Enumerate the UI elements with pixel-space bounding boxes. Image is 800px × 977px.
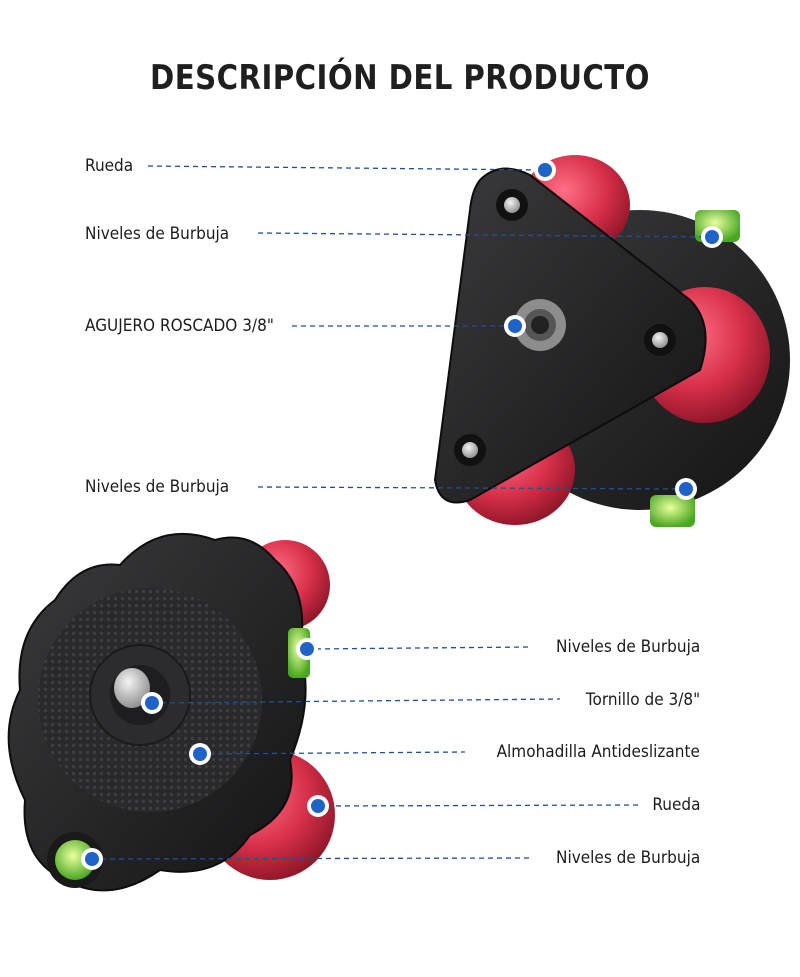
label-bubble-level-top-1: Niveles de Burbuja (85, 224, 230, 244)
bottom-leveler-image (7, 532, 335, 892)
marker-dot (296, 638, 318, 660)
marker-dots (81, 159, 723, 870)
marker-dot (141, 692, 163, 714)
label-antislip-pad: Almohadilla Antideslizante (496, 742, 700, 762)
label-wheel-bottom: Rueda (651, 795, 700, 815)
triangle-plate (433, 167, 707, 504)
label-bubble-level-bottom-2: Niveles de Burbuja (555, 848, 700, 868)
screw (114, 668, 150, 708)
bubble-level-4 (55, 840, 95, 880)
bubble-level-2 (650, 495, 695, 527)
marker-dot (307, 795, 329, 817)
marker-dot (81, 848, 103, 870)
marker-dot (701, 226, 723, 248)
marker-dot (675, 478, 697, 500)
leader-lines (91, 165, 713, 860)
label-screw: Tornillo de 3/8" (585, 690, 700, 710)
label-bubble-level-bottom-1: Niveles de Burbuja (555, 637, 700, 657)
marker-dot (189, 743, 211, 765)
marker-dot (534, 159, 556, 181)
label-wheel-top: Rueda (85, 156, 134, 176)
marker-dot (504, 315, 526, 337)
product-title: DESCRIPCIÓN DEL PRODUCTO (150, 58, 650, 98)
top-leveler-image (433, 155, 790, 527)
label-threaded-hole: AGUJERO ROSCADO 3/8" (85, 316, 274, 336)
label-bubble-level-top-2: Niveles de Burbuja (85, 477, 230, 497)
